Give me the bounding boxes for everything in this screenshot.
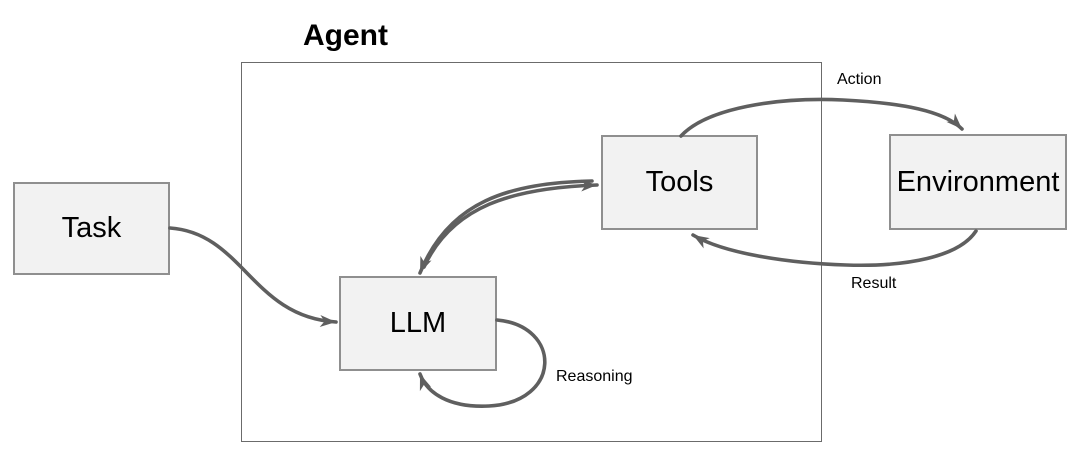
agent-container-box	[241, 62, 822, 442]
task-node: Task	[13, 182, 170, 275]
environment-node-label: Environment	[896, 165, 1060, 198]
task-node-label: Task	[61, 212, 122, 244]
environment-node: Environment	[889, 134, 1067, 230]
result-edge-label: Result	[851, 275, 897, 292]
llm-node: LLM	[339, 276, 497, 371]
tools-node-label: Tools	[645, 166, 714, 198]
action-edge-label: Action	[837, 71, 882, 88]
agent-container-label: Agent	[303, 19, 388, 52]
tools-node: Tools	[601, 135, 758, 230]
reasoning-edge-label: Reasoning	[556, 368, 633, 385]
llm-node-label: LLM	[389, 307, 447, 339]
